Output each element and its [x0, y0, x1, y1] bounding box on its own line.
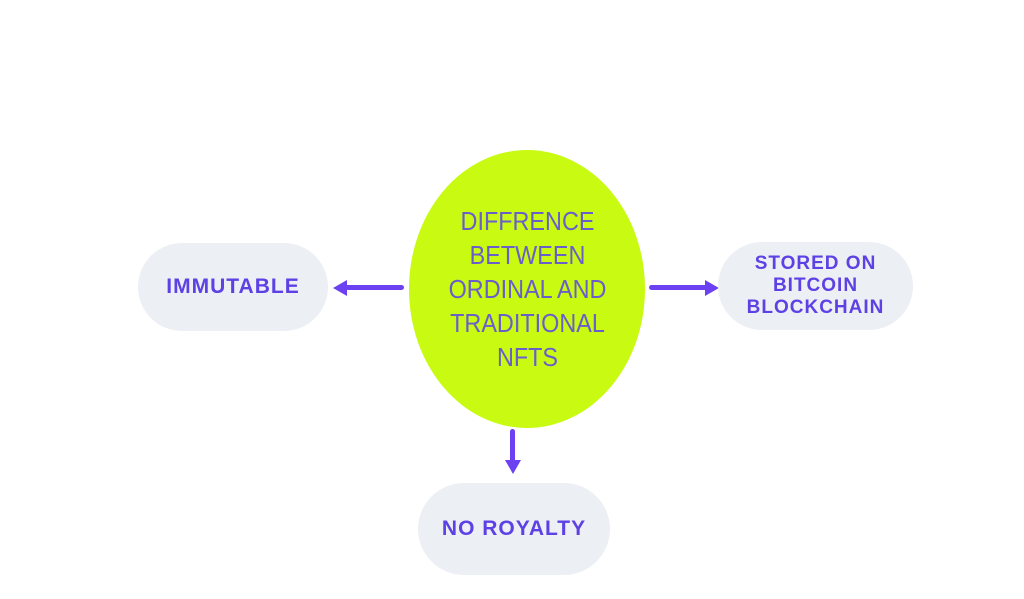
node-immutable: IMMUTABLE	[138, 243, 328, 331]
arrow-left-shaft	[345, 285, 404, 290]
node-stored-on-bitcoin-blockchain: STORED ON BITCOIN BLOCKCHAIN	[718, 242, 913, 330]
arrow-down-icon	[505, 429, 521, 474]
arrow-down-head	[505, 460, 521, 474]
node-stored-on-bitcoin-blockchain-label: STORED ON BITCOIN BLOCKCHAIN	[746, 253, 885, 318]
arrow-left-head	[333, 280, 347, 296]
arrow-left-icon	[333, 280, 404, 296]
center-node-ellipse: DIFFRENCE BETWEEN ORDINAL AND TRADITIONA…	[409, 150, 645, 428]
arrow-right-shaft	[649, 285, 707, 290]
center-node-label: DIFFRENCE BETWEEN ORDINAL AND TRADITIONA…	[448, 206, 606, 372]
arrow-right-icon	[649, 280, 719, 296]
arrow-right-head	[705, 280, 719, 296]
node-no-royalty-label: NO ROYALTY	[441, 517, 587, 540]
node-no-royalty: NO ROYALTY	[418, 483, 610, 575]
arrow-down-shaft	[510, 429, 515, 462]
node-immutable-label: IMMUTABLE	[166, 275, 300, 298]
